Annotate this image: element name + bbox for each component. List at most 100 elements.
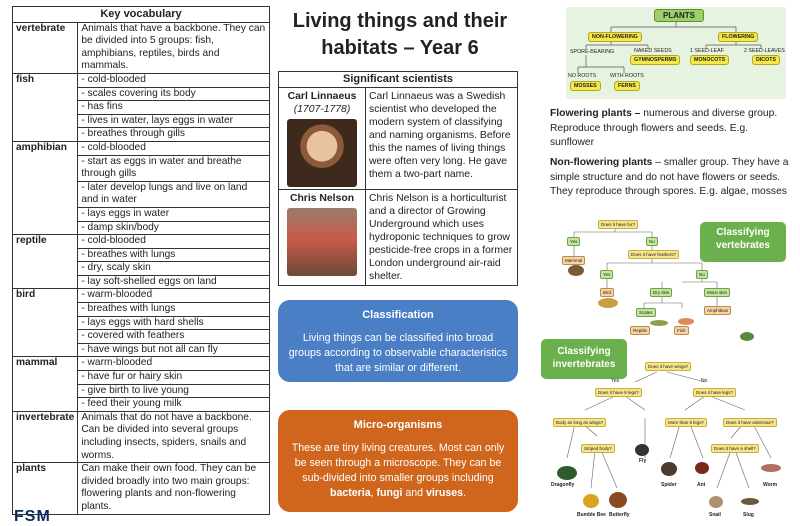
invert-q-shell: Does it have a shell? — [711, 444, 759, 453]
ferns-node: FERNS — [614, 81, 640, 91]
plants-root-node: PLANTS — [654, 9, 704, 22]
fish-icon — [678, 318, 694, 325]
with-roots-node: WITH ROOTS — [610, 73, 644, 79]
vocab-def: - cold-blooded — [78, 235, 269, 249]
vocab-row: reptile - cold-blooded - breathes with l… — [11, 234, 270, 290]
vocab-term: fish — [11, 72, 79, 142]
scientist-name: Chris Nelson — [289, 193, 355, 204]
monocots-node: MONOCOTS — [690, 55, 730, 65]
invert-fly: Fly — [639, 458, 647, 464]
classification-heading: Classification — [362, 309, 434, 321]
vocab-def: - cold-blooded — [78, 142, 269, 156]
slug-icon — [741, 498, 759, 505]
vertebrates-key-lines — [573, 228, 718, 308]
vocab-row: amphibian - cold-blooded - start as eggs… — [11, 140, 270, 236]
spore-bearing-node: SPORE-BEARING — [570, 49, 615, 55]
vocab-def: - breathes with lungs — [78, 303, 269, 317]
vocab-term: amphibian — [11, 140, 79, 236]
fsm-logo: FSM — [14, 508, 51, 525]
vocab-row: fish - cold-blooded - scales covering it… — [11, 72, 270, 142]
vocab-def: - lays eggs with hard shells — [78, 317, 269, 331]
vocab-def: - warm-blooded — [78, 289, 269, 304]
vocab-term: invertebrate — [11, 410, 79, 464]
invert-q-six-legs: Does it have 6 legs? — [595, 388, 642, 397]
invert-yes: Yes — [611, 378, 620, 384]
scientist-dates: (1707-1778) — [293, 104, 351, 115]
micro-term-viruses: viruses — [425, 487, 464, 499]
vocab-def: - feed their young milk — [81, 398, 182, 410]
invert-bumblebee: Bumble Bee — [577, 512, 606, 518]
scientist-name: Carl Linnaeus — [287, 91, 357, 102]
vert-fish: Fish — [674, 326, 689, 335]
scientists-table: Significant scientists Carl Linnaeus (17… — [278, 71, 518, 286]
invertebrates-key-lines — [566, 371, 772, 489]
vert-q-feathers: Does it have feathers? — [628, 250, 680, 259]
scientist-bio: Chris Nelson is a horticulturist and a d… — [365, 189, 518, 286]
vocab-row: mammal - warm-blooded - have fur or hair… — [11, 356, 270, 412]
scientist-bio: Carl Linnaeus was a Swedish scientist wh… — [365, 87, 518, 190]
vert-reptile: Reptile — [630, 326, 651, 335]
vocab-def: - breathes through gills — [81, 128, 185, 140]
fly-icon — [635, 444, 649, 456]
mosses-node: MOSSES — [570, 81, 601, 91]
invert-snail: Snail — [709, 512, 721, 518]
vert-amphibian: Amphibian — [704, 306, 732, 315]
page-title: Living things and their habitats – Year … — [292, 10, 508, 59]
vocab-def: - damp skin/body — [81, 221, 159, 233]
flowering-plants-text: Flowering plants – numerous and diverse … — [550, 108, 778, 148]
vert-no: No — [646, 237, 658, 246]
micro-body: These are tiny living creatures. Most ca… — [291, 442, 505, 499]
vocab-def: Can make their own food. They can be div… — [81, 463, 257, 512]
invert-butterfly: Butterfly — [609, 512, 630, 518]
vocab-def: - warm-blooded — [78, 357, 269, 372]
vocab-def: - have wings but not all can fly — [81, 343, 218, 355]
vocab-term: plants — [11, 462, 79, 515]
invert-q-antennae: Does it have antennae? — [723, 418, 777, 427]
gymnosperms-node: GYMNOSPERMS — [630, 55, 681, 65]
bumblebee-icon — [583, 494, 599, 508]
vert-bird: Bird — [600, 288, 615, 297]
non-flowering-node: NON-FLOWERING — [588, 32, 642, 42]
invertebrates-key: Does it have wings? Yes No Does it have … — [545, 358, 795, 521]
vertebrates-key: Does it have fur? Yes No Mammal Does it … — [552, 218, 798, 341]
linnaeus-portrait — [287, 119, 357, 187]
scientist-row: Carl Linnaeus (1707-1778) Carl Linnaeus … — [278, 87, 518, 190]
vert-q-fur: Does it have fur? — [598, 220, 639, 229]
vocab-row: vertebrate Animals that have a backbone.… — [11, 21, 270, 74]
plants-diagram-lines — [577, 21, 762, 73]
vocab-def: - scales covering its body — [78, 88, 269, 102]
micro-organisms-box: Micro-organisms These are tiny living cr… — [278, 410, 518, 512]
snail-icon — [709, 496, 723, 508]
dicots-node: DICOTS — [752, 55, 781, 65]
no-roots-node: NO ROOTS — [568, 73, 597, 79]
non-flowering-plants-text: Non-flowering plants – smaller group. Th… — [550, 157, 789, 197]
invert-q-legs: Does it have legs? — [693, 388, 737, 397]
invert-spider: Spider — [661, 482, 677, 488]
micro-term-bacteria: bacteria — [329, 487, 371, 499]
invert-dragonfly: Dragonfly — [551, 482, 575, 488]
vocab-def: - lives in water, lays eggs in water — [78, 115, 269, 129]
worm-icon — [761, 464, 781, 472]
vocab-def: - lays eggs in water — [78, 208, 269, 222]
scientists-header: Significant scientists — [278, 71, 518, 88]
plants-classification-diagram: PLANTS NON-FLOWERING FLOWERING SPORE-BEA… — [566, 7, 786, 99]
micro-heading: Micro-organisms — [353, 419, 443, 431]
vocab-term: mammal — [11, 356, 79, 412]
vocab-term: vertebrate — [11, 21, 79, 74]
vocab-def: - lay soft-shelled eggs on land — [81, 275, 217, 287]
vocab-term: bird — [11, 288, 79, 358]
invert-slug: Slug — [743, 512, 754, 518]
dragonfly-icon — [557, 466, 577, 480]
vert-yes: Yes — [600, 270, 614, 279]
vocab-def: - start as eggs in water and breathe thr… — [78, 156, 269, 182]
invert-q-body-length: Body as long as wings? — [553, 418, 607, 427]
vert-dry-skin: Dry skin — [650, 288, 673, 297]
invert-q-striped: Striped body? — [581, 444, 615, 453]
invert-ant: Ant — [697, 482, 706, 488]
vocab-row: plants Can make their own food. They can… — [11, 462, 270, 515]
classifying-invertebrates-badge: Classifying invertebrates — [541, 339, 627, 379]
ant-icon — [695, 462, 709, 474]
butterfly-icon — [609, 492, 627, 508]
vocab-def: - dry, scaly skin — [78, 262, 269, 276]
flowering-node: FLOWERING — [718, 32, 759, 42]
